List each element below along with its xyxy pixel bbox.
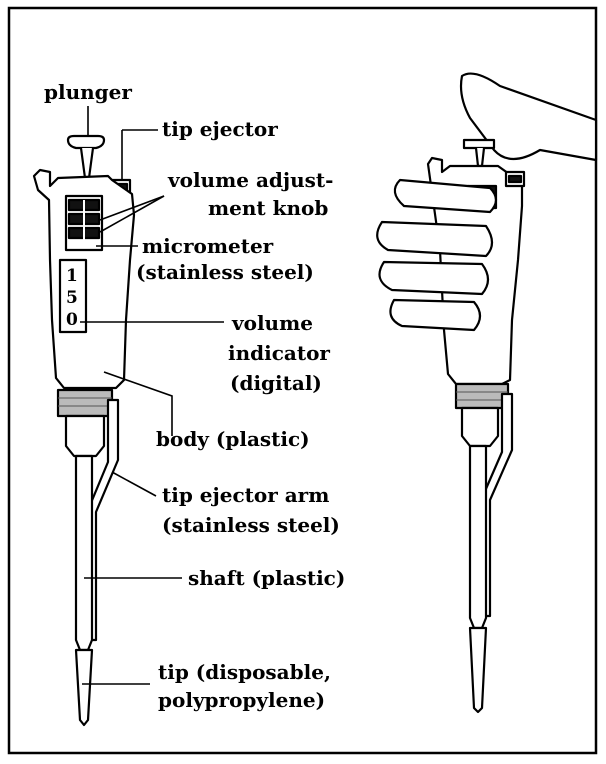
finger-3	[380, 262, 489, 294]
label-tip-ejector-arm-2: (stainless steel)	[162, 513, 340, 537]
label-shaft: shaft (plastic)	[188, 566, 345, 590]
plunger-right	[464, 140, 494, 148]
label-micrometer-2: (stainless steel)	[136, 260, 314, 284]
label-volume-indicator-2: indicator	[228, 341, 330, 365]
label-volume-indicator-1: volume	[231, 311, 313, 335]
finger-4	[390, 300, 480, 330]
shaft	[76, 456, 92, 650]
label-tip-2: polypropylene)	[158, 688, 325, 712]
label-volume-adjustment-2: ment knob	[208, 196, 328, 220]
label-volume-indicator-3: (digital)	[230, 371, 322, 395]
neck	[66, 416, 104, 456]
collar	[58, 390, 112, 416]
display-digit-3: 0	[66, 310, 78, 330]
label-body: body (plastic)	[156, 427, 310, 451]
label-volume-adjustment-1: volume adjust-	[167, 168, 333, 192]
label-tip-ejector: tip ejector	[162, 117, 278, 141]
label-micrometer-1: micrometer	[142, 234, 274, 258]
finger-2	[377, 222, 492, 256]
label-tip-ejector-arm-1: tip ejector arm	[162, 483, 329, 507]
volume-adjustment-knob-window	[66, 196, 102, 250]
display-digit-1: 1	[66, 266, 78, 286]
label-plunger: plunger	[44, 80, 132, 104]
label-tip-1: tip (disposable,	[158, 660, 331, 684]
display-digit-2: 5	[66, 288, 78, 308]
